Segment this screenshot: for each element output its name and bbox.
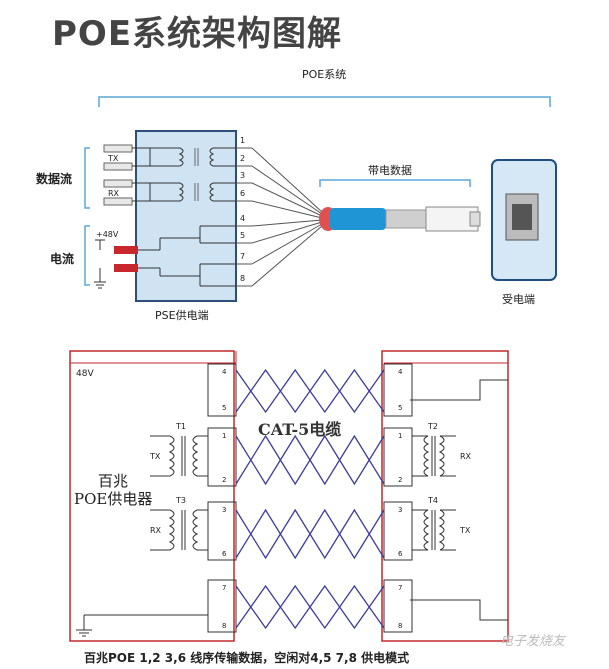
top-pin-number: 3 (240, 171, 246, 180)
pse-label-bottom-2: POE供电器 (74, 490, 153, 508)
system-bracket (98, 96, 551, 107)
top-pin-number: 1 (240, 136, 246, 145)
system-label: POE系统 (302, 68, 347, 81)
pd-port-socket (512, 204, 532, 230)
transformer-tx (149, 147, 236, 167)
cable-body (330, 208, 386, 230)
rx-left-label: RX (150, 526, 162, 535)
twisted-pairs (235, 368, 385, 630)
data-flow-bracket (84, 147, 90, 209)
bottom-left-pin-number: 4 (222, 368, 227, 376)
t3-label: T3 (176, 496, 186, 505)
power-circuit (94, 225, 236, 289)
power-wire-positive (114, 246, 138, 254)
rx-label: RX (108, 189, 120, 198)
bottom-right-pin-number: 5 (398, 404, 403, 412)
data-flow-label: 数据流 (36, 172, 73, 186)
transformer-t4 (412, 509, 456, 551)
bottom-left-pin-number: 6 (222, 550, 227, 558)
rx-right-label: RX (460, 452, 472, 461)
rj45-plug (425, 206, 479, 232)
bottom-right-pin-number: 1 (398, 432, 403, 440)
pse-box (135, 130, 237, 302)
cable-label: 带电数据 (368, 164, 412, 177)
pse-frame (69, 350, 235, 642)
right-pin-column (383, 363, 413, 633)
voltage-label-bottom: 48V (76, 369, 94, 379)
bottom-left-pin-number: 8 (222, 622, 227, 630)
page-title: POE系统架构图解 (52, 14, 343, 54)
voltage-label-top: +48V (96, 230, 119, 239)
current-label: 电流 (50, 252, 75, 266)
transformer-t3 (150, 509, 208, 551)
current-bracket (84, 225, 90, 286)
bottom-right-pin-number: 2 (398, 476, 403, 484)
cable-boot (385, 209, 427, 229)
top-pin-number: 5 (240, 231, 246, 240)
transformer-t2 (412, 435, 456, 477)
bottom-right-pin-number: 8 (398, 622, 403, 630)
bottom-left-pin-number: 1 (222, 432, 227, 440)
pd-frame (381, 350, 509, 642)
transformer-rx (149, 182, 236, 202)
top-pin-number: 4 (240, 214, 246, 223)
t2-label: T2 (428, 422, 438, 431)
tx-label: TX (108, 154, 119, 163)
pd-label: 受电端 (502, 293, 535, 306)
top-pin-number: 8 (240, 274, 246, 283)
bottom-right-pin-number: 6 (398, 550, 403, 558)
cable-label-bracket (319, 179, 471, 187)
bottom-left-pin-number: 3 (222, 506, 227, 514)
bottom-right-pin-number: 7 (398, 584, 403, 592)
top-pin-number: 6 (240, 189, 246, 198)
tx-connector (103, 144, 150, 171)
tx-left-label: TX (150, 452, 161, 461)
left-pin-column (207, 363, 237, 633)
top-diagram (84, 96, 557, 302)
tx-right-label: TX (460, 526, 471, 535)
rx-connector (103, 179, 150, 206)
top-pin-number: 2 (240, 154, 246, 163)
bottom-left-pin-number: 7 (222, 584, 227, 592)
caption: 百兆POE 1,2 3,6 线序传输数据，空闲对4,5 7,8 供电模式 (84, 651, 410, 665)
watermark: 电子发烧友 (500, 634, 566, 649)
pse-label: PSE供电端 (155, 309, 209, 322)
cat5-label: CAT-5电缆 (258, 420, 342, 439)
wire-fan (236, 147, 323, 287)
bottom-left-pin-number: 5 (222, 404, 227, 412)
power-wire-negative (114, 264, 138, 272)
top-pin-number: 7 (240, 252, 246, 261)
bottom-right-pin-number: 3 (398, 506, 403, 514)
t1-label: T1 (176, 422, 186, 431)
transformer-t1 (150, 435, 208, 477)
t4-label: T4 (428, 496, 438, 505)
pse-label-bottom-1: 百兆 (98, 472, 129, 490)
bottom-diagram (69, 350, 509, 642)
rj45-contacts (469, 211, 481, 227)
bottom-right-pin-number: 4 (398, 368, 403, 376)
bottom-left-pin-number: 2 (222, 476, 227, 484)
ground-symbol (76, 614, 208, 637)
